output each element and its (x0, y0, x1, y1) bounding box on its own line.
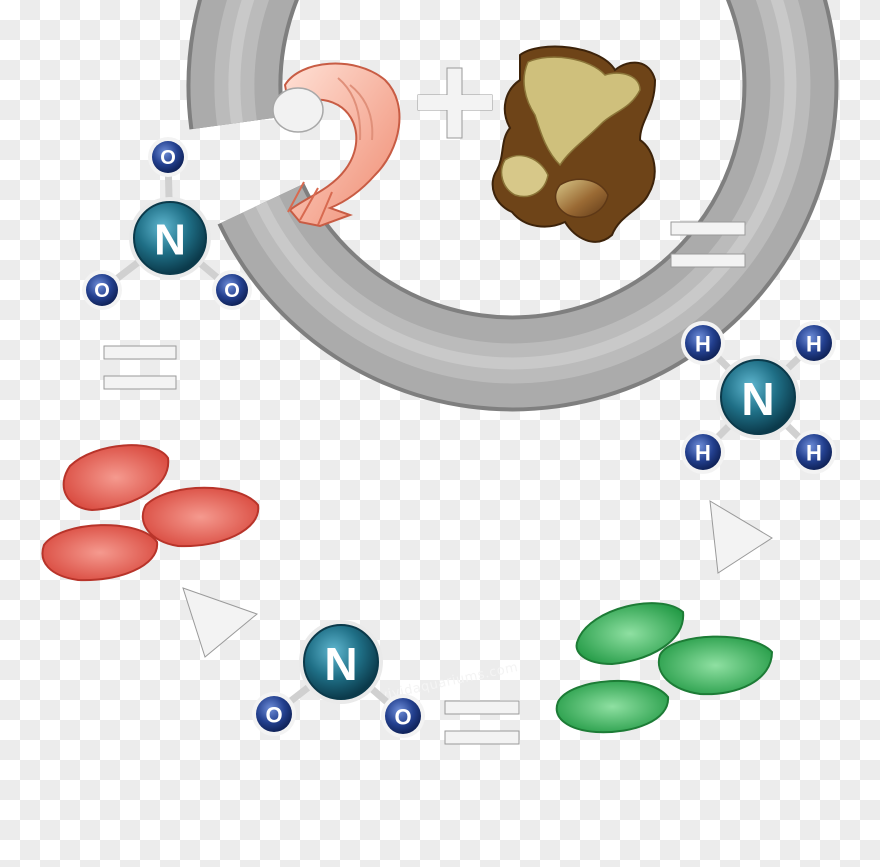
cycle-ring (186, 0, 839, 412)
hydrogen-atom: H (792, 321, 836, 365)
nitrite-molecule: O O N (252, 620, 425, 738)
red-bacteria-icon (41, 444, 260, 582)
hydrogen-atom: H (792, 430, 836, 474)
svg-text:H: H (806, 332, 822, 357)
arrow-icon (182, 587, 259, 658)
svg-text:H: H (695, 441, 711, 466)
oxygen-atom: O (381, 694, 425, 738)
svg-text:H: H (695, 332, 711, 357)
plus-sign (417, 67, 493, 139)
oxygen-atom: O (212, 270, 252, 310)
svg-text:O: O (394, 705, 411, 730)
svg-text:N: N (154, 216, 186, 265)
nitrogen-atom: N (129, 197, 211, 279)
nitrate-molecule: O O O N (82, 137, 252, 310)
equals-sign-right (670, 221, 746, 268)
nitrogen-atom: N (299, 620, 383, 704)
oxygen-atom: O (148, 137, 188, 177)
svg-text:N: N (324, 638, 357, 690)
oxygen-atom: O (82, 270, 122, 310)
hydrogen-atom: H (681, 430, 725, 474)
svg-text:H: H (806, 441, 822, 466)
equals-sign-bottom (444, 700, 520, 745)
svg-text:O: O (94, 280, 110, 302)
svg-text:N: N (741, 373, 774, 425)
debris-icon (491, 45, 657, 243)
svg-text:O: O (160, 147, 176, 169)
green-bacteria-icon (555, 602, 774, 734)
ammonia-molecule: H H H H N (681, 321, 836, 474)
hydrogen-atom: H (681, 321, 725, 365)
oxygen-atom: O (252, 692, 296, 736)
nitrogen-atom: N (716, 355, 800, 439)
svg-text:O: O (265, 703, 282, 728)
shrimp-icon (272, 62, 401, 228)
arrow-icon (709, 500, 773, 574)
equals-sign-left (103, 345, 177, 390)
svg-text:O: O (224, 280, 240, 302)
